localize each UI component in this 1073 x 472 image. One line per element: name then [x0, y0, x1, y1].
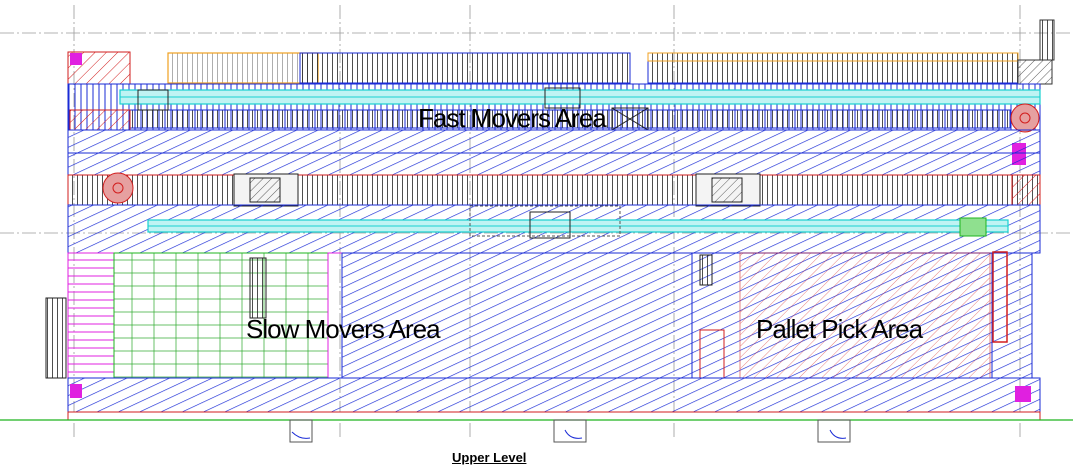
- slow-movers-label: Slow Movers Area: [246, 314, 441, 344]
- rack-aisles: [341, 251, 1033, 379]
- fast-movers-conveyor: [67, 83, 1041, 165]
- bottom-rack-band: [0, 377, 1073, 421]
- loading-docks: [289, 419, 851, 443]
- fast-movers-label: Fast Movers Area: [418, 103, 607, 133]
- pallet-pick-label: Pallet Pick Area: [756, 314, 924, 344]
- middle-aisle: [67, 172, 1041, 207]
- level-caption: Upper Level: [452, 450, 527, 465]
- slow-movers-zone: [45, 252, 343, 379]
- lower-conveyor: [67, 204, 1041, 254]
- top-rack-band: [67, 19, 1055, 85]
- middle-rack-band: [67, 129, 1041, 176]
